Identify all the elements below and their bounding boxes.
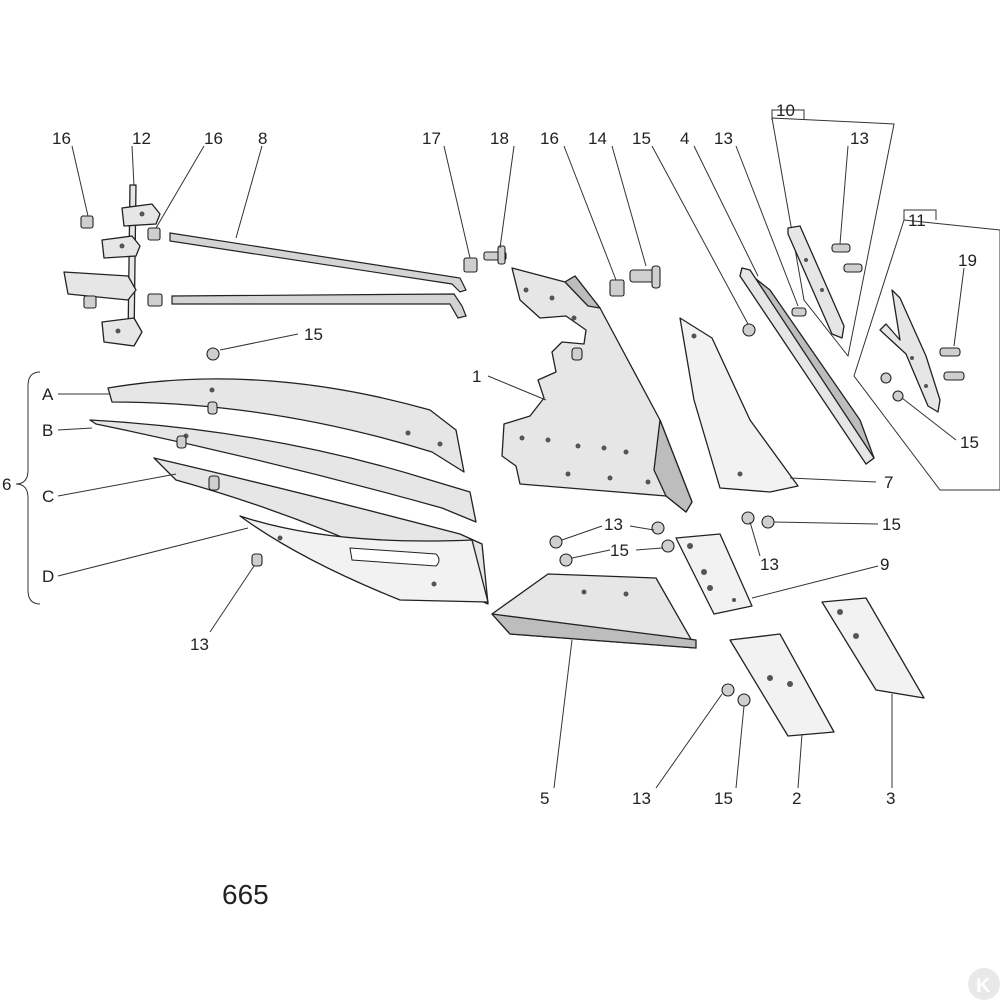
callout-15: 15	[960, 433, 979, 452]
kit-10-label: 10	[776, 101, 795, 120]
callout-4: 4	[680, 129, 689, 148]
callout-3: 3	[886, 789, 895, 808]
part-16-nut-lower	[83, 293, 163, 309]
part-6B-moldboard-strip	[89, 419, 477, 523]
part-15-nut-top	[742, 323, 756, 337]
callout-16: 16	[540, 129, 559, 148]
callout-B: B	[42, 421, 53, 440]
group-6-brace	[15, 371, 41, 605]
part-8-rods	[169, 232, 467, 319]
part-19-bolts	[939, 347, 965, 381]
brand-logo-letter: K	[976, 975, 991, 997]
callout-12: 12	[132, 129, 151, 148]
callout-2: 2	[792, 789, 801, 808]
callout-13: 13	[190, 635, 209, 654]
callout-labels: 16 12 16 8 17 18 16 14 15 4 13 10 13 11 …	[2, 101, 979, 808]
callout-16: 16	[204, 129, 223, 148]
callout-1: 1	[472, 367, 481, 386]
part-13-bolts-kit10	[791, 243, 863, 317]
part-16-nut-right	[609, 279, 625, 297]
page-number: 665	[222, 879, 269, 910]
callout-18: 18	[490, 129, 509, 148]
part-1-frog-body	[501, 267, 693, 513]
part-5-share	[491, 573, 697, 649]
callout-14: 14	[588, 129, 607, 148]
callout-13: 13	[760, 555, 779, 574]
callout-15: 15	[632, 129, 651, 148]
part-15-nut-bottom	[737, 693, 751, 707]
callout-16: 16	[52, 129, 71, 148]
callout-15: 15	[610, 541, 629, 560]
part-3-plate	[821, 597, 925, 699]
brand-logo-watermark: K	[968, 968, 1000, 1000]
callout-C: C	[42, 487, 54, 506]
part-13-bolt-lower-left	[251, 553, 263, 567]
callout-A: A	[42, 385, 54, 404]
part-13-bolt-bottom	[721, 683, 735, 697]
callout-7: 7	[884, 473, 893, 492]
part-13-bolt-right	[741, 511, 755, 525]
part-17-nut	[463, 257, 478, 273]
kit-11-label: 11	[908, 211, 926, 230]
callout-8: 8	[258, 129, 267, 148]
callout-13: 13	[604, 515, 623, 534]
part-15-nut-upper-left	[206, 347, 220, 361]
callout-13: 13	[632, 789, 651, 808]
group-6-label: 6	[2, 475, 11, 494]
part-15-nuts-kit11	[880, 372, 904, 402]
callout-15: 15	[882, 515, 901, 534]
part-12-bracket	[63, 184, 161, 347]
kit-11-box	[853, 209, 1000, 491]
part-4-bar	[739, 267, 875, 465]
part-15-nuts-mid	[559, 539, 675, 567]
part-14-bolt	[629, 265, 661, 289]
callout-13: 13	[850, 129, 869, 148]
callout-13: 13	[714, 129, 733, 148]
part-16-nut-mid	[147, 227, 161, 241]
part-18-bolt	[483, 245, 507, 265]
part-10-plate	[787, 225, 845, 339]
callout-D: D	[42, 567, 54, 586]
part-13-bolts-mid	[549, 521, 665, 549]
part-7-landside-plate	[679, 317, 799, 493]
part-6D-moldboard-blade	[239, 515, 489, 603]
callout-9: 9	[880, 555, 889, 574]
part-11-v-plate	[879, 289, 941, 413]
part-9-plate	[675, 533, 753, 615]
part-6A-moldboard-strip	[107, 378, 465, 473]
part-15-nut-right	[761, 515, 775, 529]
callout-15: 15	[304, 325, 323, 344]
part-16-nut-left	[80, 215, 94, 229]
leader-lines	[57, 145, 965, 789]
callout-19: 19	[958, 251, 977, 270]
callout-15: 15	[714, 789, 733, 808]
part-2-plate	[729, 633, 835, 737]
callout-17: 17	[422, 129, 441, 148]
callout-5: 5	[540, 789, 549, 808]
